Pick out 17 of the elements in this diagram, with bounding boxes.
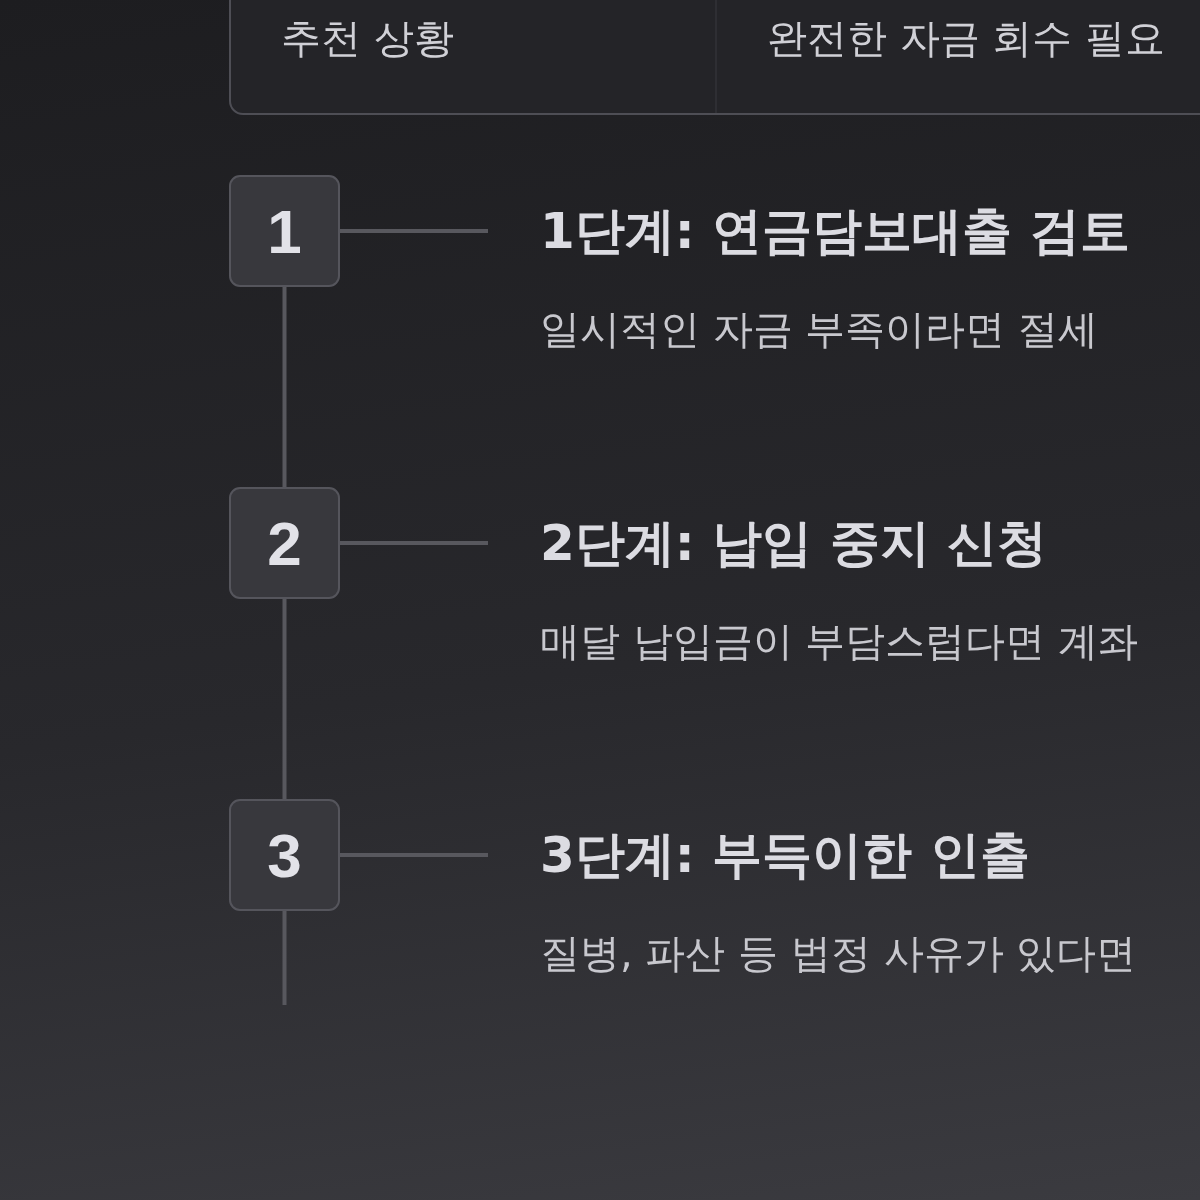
step-number-badge: 2 bbox=[229, 487, 340, 599]
connector-line bbox=[340, 229, 488, 233]
step-description: 매달 납입금이 부담스럽다면 계좌 bbox=[540, 617, 1140, 666]
cell-text: 완전한 자금 회수 필요 bbox=[767, 14, 1166, 63]
step-heading: 2단계: 납입 중지 신청 bbox=[540, 513, 1048, 574]
step-heading: 3단계: 부득이한 인출 bbox=[540, 825, 1031, 886]
step-description: 일시적인 자금 부족이라면 절세 bbox=[540, 305, 1100, 354]
header-text: 추천 상황 bbox=[281, 14, 454, 63]
timeline-line bbox=[282, 287, 287, 487]
step-number-badge: 3 bbox=[229, 799, 340, 911]
step-description: 질병, 파산 등 법정 사유가 있다면 bbox=[540, 929, 1138, 978]
step-heading: 1단계: 연금담보대출 검토 bbox=[540, 201, 1131, 262]
connector-line bbox=[340, 853, 488, 857]
timeline-line bbox=[282, 911, 287, 1005]
step-number-badge: 1 bbox=[229, 175, 340, 287]
connector-line bbox=[340, 541, 488, 545]
timeline-line bbox=[282, 599, 287, 799]
